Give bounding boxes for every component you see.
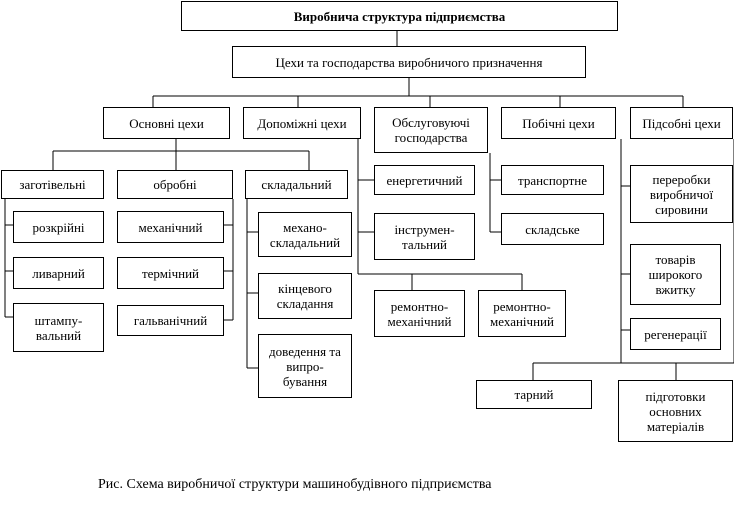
shop-final-assembly: кінцевого складання [258,273,352,319]
shop-repair-1: ремонтно- механічний [374,290,465,337]
shop-consumer-goods: товарів широкого вжитку [630,244,721,305]
shop-stamping: штампу- вальний [13,303,104,352]
shop-foundry: ливарний [13,257,104,289]
shop-thermal: термічний [117,257,224,289]
dept-assembly: складальний [245,170,348,199]
service-warehouse: складське [501,213,604,245]
category-service: Обслуговуючі господарства [374,107,488,153]
production-group: Цехи та господарства виробничого признач… [232,46,586,78]
shop-finishing: доведення та випро- бування [258,334,352,398]
dept-procurement: заготівельні [1,170,104,199]
shop-cutting: розкрійні [13,211,104,243]
service-transport: транспортне [501,165,604,195]
category-subsidiary: Підсобні цехи [630,107,733,139]
figure-caption: Рис. Схема виробничої структури машинобу… [98,477,492,492]
shop-repair-2: ремонтно- механічний [478,290,566,337]
shop-energy: енергетичний [374,165,475,195]
shop-materials-prep: підготовки основних матеріалів [618,380,733,442]
category-side: Побічні цехи [501,107,616,139]
category-main: Основні цехи [103,107,230,139]
shop-mech-assembly: механо- складальний [258,212,352,257]
category-auxiliary: Допоміжні цехи [243,107,361,139]
shop-galvanic: гальванічний [117,305,224,336]
shop-container: тарний [476,380,592,409]
shop-raw-processing: переробки виробничої сировини [630,165,733,223]
shop-regeneration: регенерації [630,318,721,350]
structure-title: Виробнича структура підприємства [181,1,618,31]
shop-tool: інструмен- тальний [374,213,475,260]
dept-processing: обробні [117,170,233,199]
shop-mechanical: механічний [117,211,224,243]
